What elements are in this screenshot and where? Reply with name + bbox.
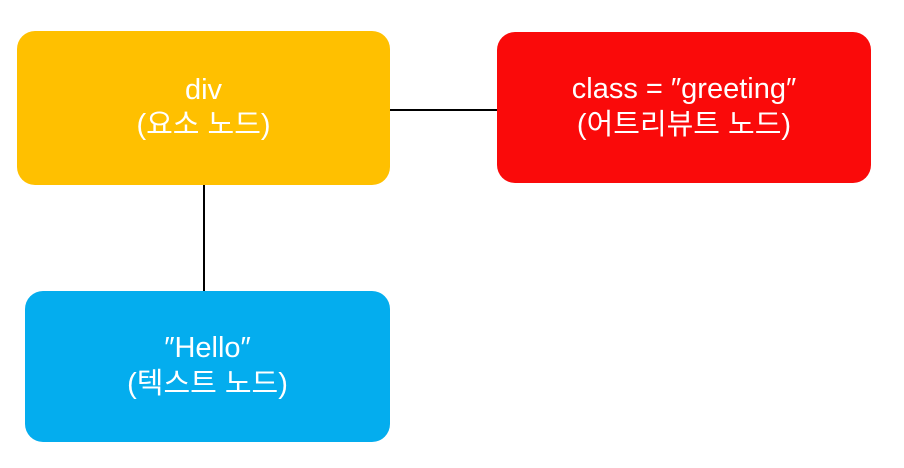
element-node-box[interactable]: div (요소 노드) xyxy=(17,31,390,185)
attribute-node-label-secondary: (어트리뷰트 노드) xyxy=(576,108,792,141)
text-node-label-primary: ″Hello″ xyxy=(164,332,251,365)
element-node-label-primary: div xyxy=(184,73,223,106)
attribute-node-box[interactable]: class = ″greeting″ (어트리뷰트 노드) xyxy=(497,32,871,183)
text-node-label-secondary: (텍스트 노드) xyxy=(127,367,288,400)
connector-element-to-text xyxy=(203,185,205,292)
connector-element-to-attribute xyxy=(390,109,498,111)
attribute-node-label-primary: class = ″greeting″ xyxy=(571,73,797,106)
element-node-label-secondary: (요소 노드) xyxy=(136,109,271,141)
text-node-box[interactable]: ″Hello″ (텍스트 노드) xyxy=(25,291,390,442)
